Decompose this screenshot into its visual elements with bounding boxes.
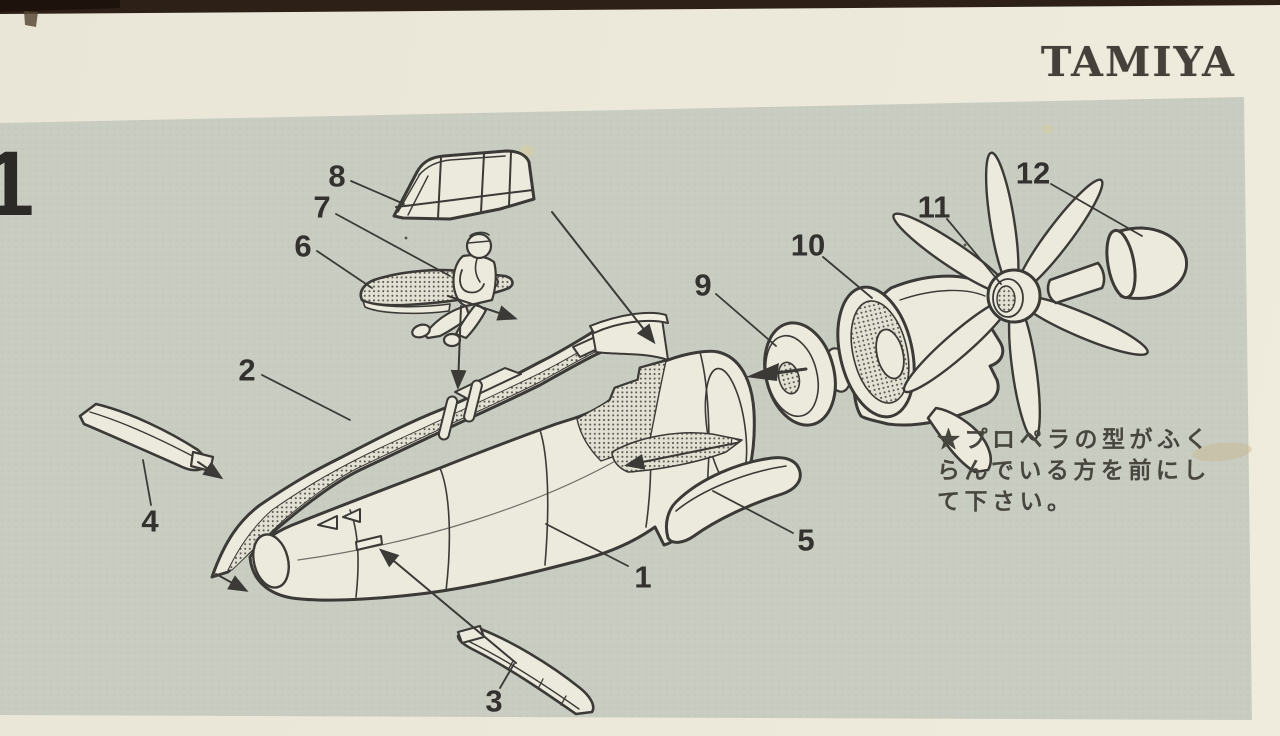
callout-part-4: 4 — [141, 503, 159, 539]
callout-part-5: 5 — [797, 522, 815, 558]
propeller-note: ★プロペラの型がふく らんでいる方を前にし て下さい。 — [937, 424, 1237, 517]
callout-part-11: 11 — [917, 189, 951, 225]
note-line-1: ★プロペラの型がふく — [937, 426, 1212, 452]
callout-part-1: 1 — [634, 559, 652, 595]
part-7-pilot-figure — [411, 231, 497, 348]
note-line-2: らんでいる方を前にし — [937, 457, 1211, 483]
callout-part-7: 7 — [313, 189, 331, 225]
callout-part-12: 12 — [1015, 155, 1051, 191]
part-5-belly-cowl-flap — [664, 456, 802, 544]
part-2-upper-fuselage-half — [210, 315, 646, 579]
callout-part-6: 6 — [294, 228, 312, 264]
assembly-arrows — [197, 211, 737, 664]
callout-part-9: 9 — [694, 267, 712, 303]
callout-part-8: 8 — [328, 158, 346, 194]
callout-part-3: 3 — [485, 683, 503, 719]
note-line-3: て下さい。 — [937, 488, 1075, 514]
paper-corner-mark — [24, 11, 38, 27]
part-8-canopy — [392, 149, 536, 221]
callout-part-10: 10 — [790, 227, 826, 263]
callout-leader-lines — [142, 180, 1143, 689]
callout-part-2: 2 — [238, 352, 256, 388]
table-edge — [0, 0, 1280, 14]
step-number: 1 — [0, 133, 35, 235]
part-12-spinner — [1046, 226, 1189, 305]
part-11-propeller — [892, 151, 1149, 441]
part-10-engine-cowling — [836, 274, 1005, 474]
table-edge-dark — [0, 0, 120, 12]
part-3-cockpit-rail-bottom — [456, 624, 595, 716]
tamiya-logo: TAMIYA — [1040, 38, 1236, 86]
part-9-cooling-fan — [746, 321, 852, 427]
